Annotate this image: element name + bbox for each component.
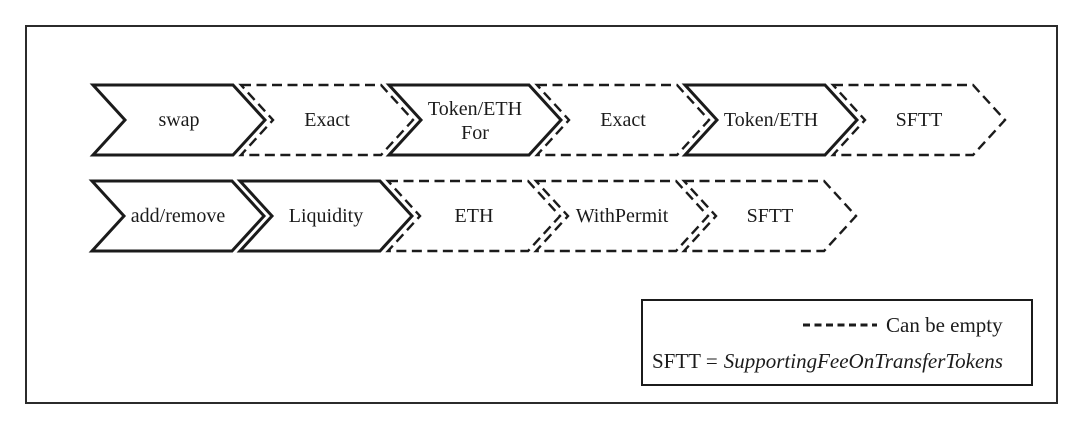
liquidity-row: add/remove Liquidity ETH WithPermit SFTT <box>88 179 858 253</box>
chevron-token-eth-for-label-line2: For <box>461 122 489 144</box>
chevron-withpermit-label: WithPermit <box>576 205 669 227</box>
chevron-add-remove-shape <box>88 179 267 253</box>
legend-border <box>641 299 1033 386</box>
chevron-token-eth-for-label-line1: Token/ETH <box>428 98 522 120</box>
chevron-exact-1-label: Exact <box>304 109 350 131</box>
chevron-token-eth-label: Token/ETH <box>724 109 818 131</box>
legend-dashed-meaning: Can be empty <box>886 313 1003 337</box>
swap-row: swap Exact Token/ETH For Exact Token/ETH <box>89 83 1007 157</box>
chevron-sftt-2-label: SFTT <box>747 205 794 227</box>
chevron-eth: ETH <box>385 179 562 253</box>
figure-border <box>25 25 1058 404</box>
chevron-token-eth-for: Token/ETH For <box>385 83 564 157</box>
chevron-sftt-1-label: SFTT <box>896 109 943 131</box>
chevron-exact-1-shape <box>238 83 415 157</box>
chevron-token-eth-for-shape <box>385 83 564 157</box>
chevron-sftt-2: SFTT <box>681 179 858 253</box>
chevron-swap-label: swap <box>158 109 199 131</box>
legend-abbreviation-line: SFTT =SupportingFeeOnTransferTokens <box>652 349 1003 373</box>
chevron-swap: swap <box>89 83 268 157</box>
chevron-add-remove: add/remove <box>88 179 267 253</box>
chevron-exact-2-label: Exact <box>600 109 646 131</box>
chevron-swap-shape <box>89 83 268 157</box>
chevron-eth-shape <box>385 179 562 253</box>
chevron-sftt-2-shape <box>681 179 858 253</box>
chevron-token-eth-shape <box>681 83 860 157</box>
chevron-exact-1: Exact <box>238 83 415 157</box>
chevron-eth-label: ETH <box>455 205 494 227</box>
chevron-liquidity: Liquidity <box>236 179 415 253</box>
chevron-sftt-1: SFTT <box>830 83 1007 157</box>
legend-abbr-expansion: SupportingFeeOnTransferTokens <box>724 349 1003 373</box>
chevron-token-eth: Token/ETH <box>681 83 860 157</box>
legend-abbr: SFTT = <box>652 349 718 373</box>
chevron-liquidity-label: Liquidity <box>289 205 363 227</box>
chevron-withpermit-shape <box>533 179 710 253</box>
chevron-liquidity-shape <box>236 179 415 253</box>
legend: Can be empty SFTT =SupportingFeeOnTransf… <box>641 299 1033 386</box>
chevron-exact-2: Exact <box>534 83 711 157</box>
chevron-add-remove-label: add/remove <box>131 205 226 227</box>
chevron-sftt-1-shape <box>830 83 1007 157</box>
chevron-withpermit: WithPermit <box>533 179 710 253</box>
chevron-exact-2-shape <box>534 83 711 157</box>
